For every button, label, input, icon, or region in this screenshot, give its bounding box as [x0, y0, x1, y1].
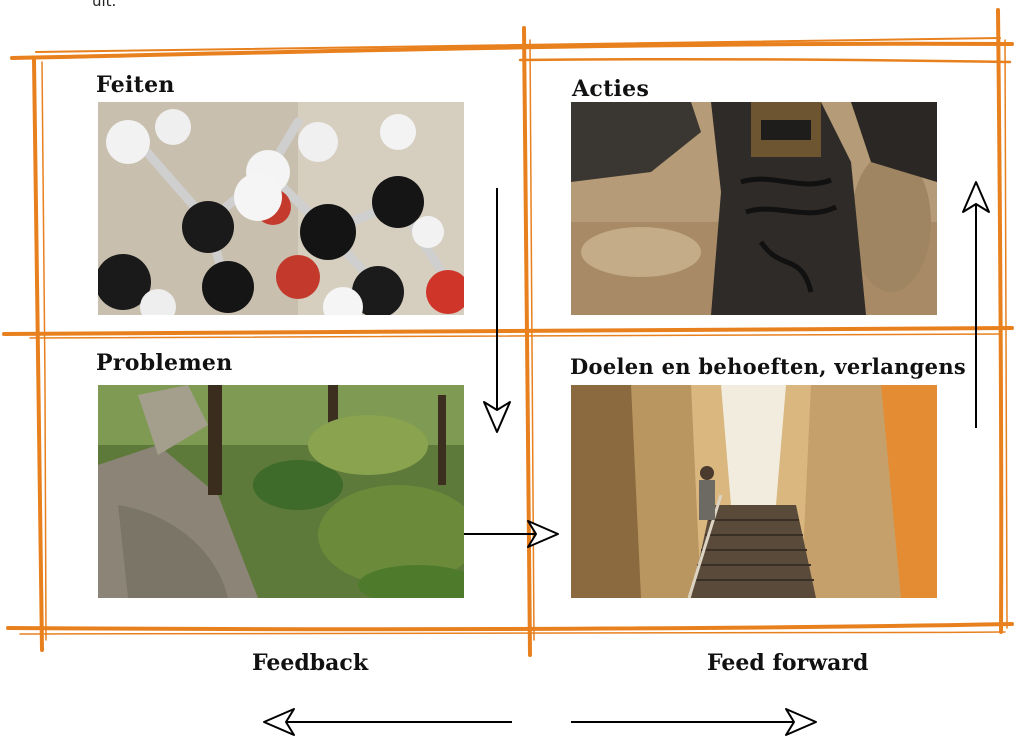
quadrant-title-problemen: Problemen [96, 350, 233, 376]
feedback-arrow-icon [263, 708, 512, 736]
header-fragment: uit. [92, 0, 117, 10]
molecule-model-photo [98, 102, 464, 315]
quadrant-title-acties: Acties [572, 76, 650, 102]
feedback-label: Feedback [252, 650, 369, 676]
arrow-right-icon [464, 520, 559, 548]
arrow-up-icon [962, 181, 990, 428]
quadrant-title-feiten: Feiten [96, 72, 175, 98]
hiking-boot-photo [571, 102, 937, 315]
arrow-down-icon [483, 188, 511, 433]
feed-forward-label: Feed forward [707, 650, 869, 676]
forest-stream-photo [98, 385, 464, 598]
feed-forward-arrow-icon [571, 708, 817, 736]
narrow-alley-stairs-photo [571, 385, 937, 598]
quadrant-title-doelen: Doelen en behoeften, verlangens [570, 354, 967, 379]
